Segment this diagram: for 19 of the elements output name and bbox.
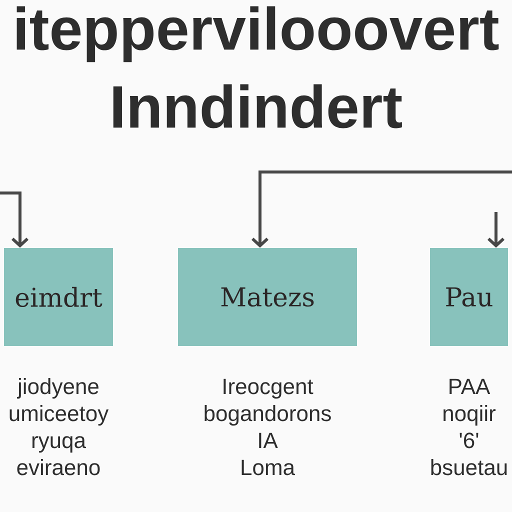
process-box: eimdrt (4, 248, 113, 346)
note-text: jiodyene (17, 378, 98, 399)
process-box: Matezs (178, 248, 357, 346)
note-text: '6' (460, 432, 478, 448)
note-text: bsuetau (431, 459, 507, 476)
title: iteppervilooovert Inndindert (16, 6, 499, 128)
arrow (251, 170, 512, 248)
note-text: IA (259, 432, 278, 448)
note-text: bogandorons (204, 405, 331, 426)
note-text: umiceetoy (10, 405, 109, 426)
note-text: Ireocgent (224, 378, 314, 399)
note-text: Loma (242, 460, 295, 476)
arrow (487, 212, 505, 248)
note-text: eviraeno (17, 459, 100, 476)
note-text: PAA (450, 378, 490, 394)
arrow (0, 192, 29, 248)
note-text: ryuqa (32, 436, 86, 453)
note-text: noqiir (444, 405, 496, 426)
process-box: Pau (430, 248, 508, 346)
